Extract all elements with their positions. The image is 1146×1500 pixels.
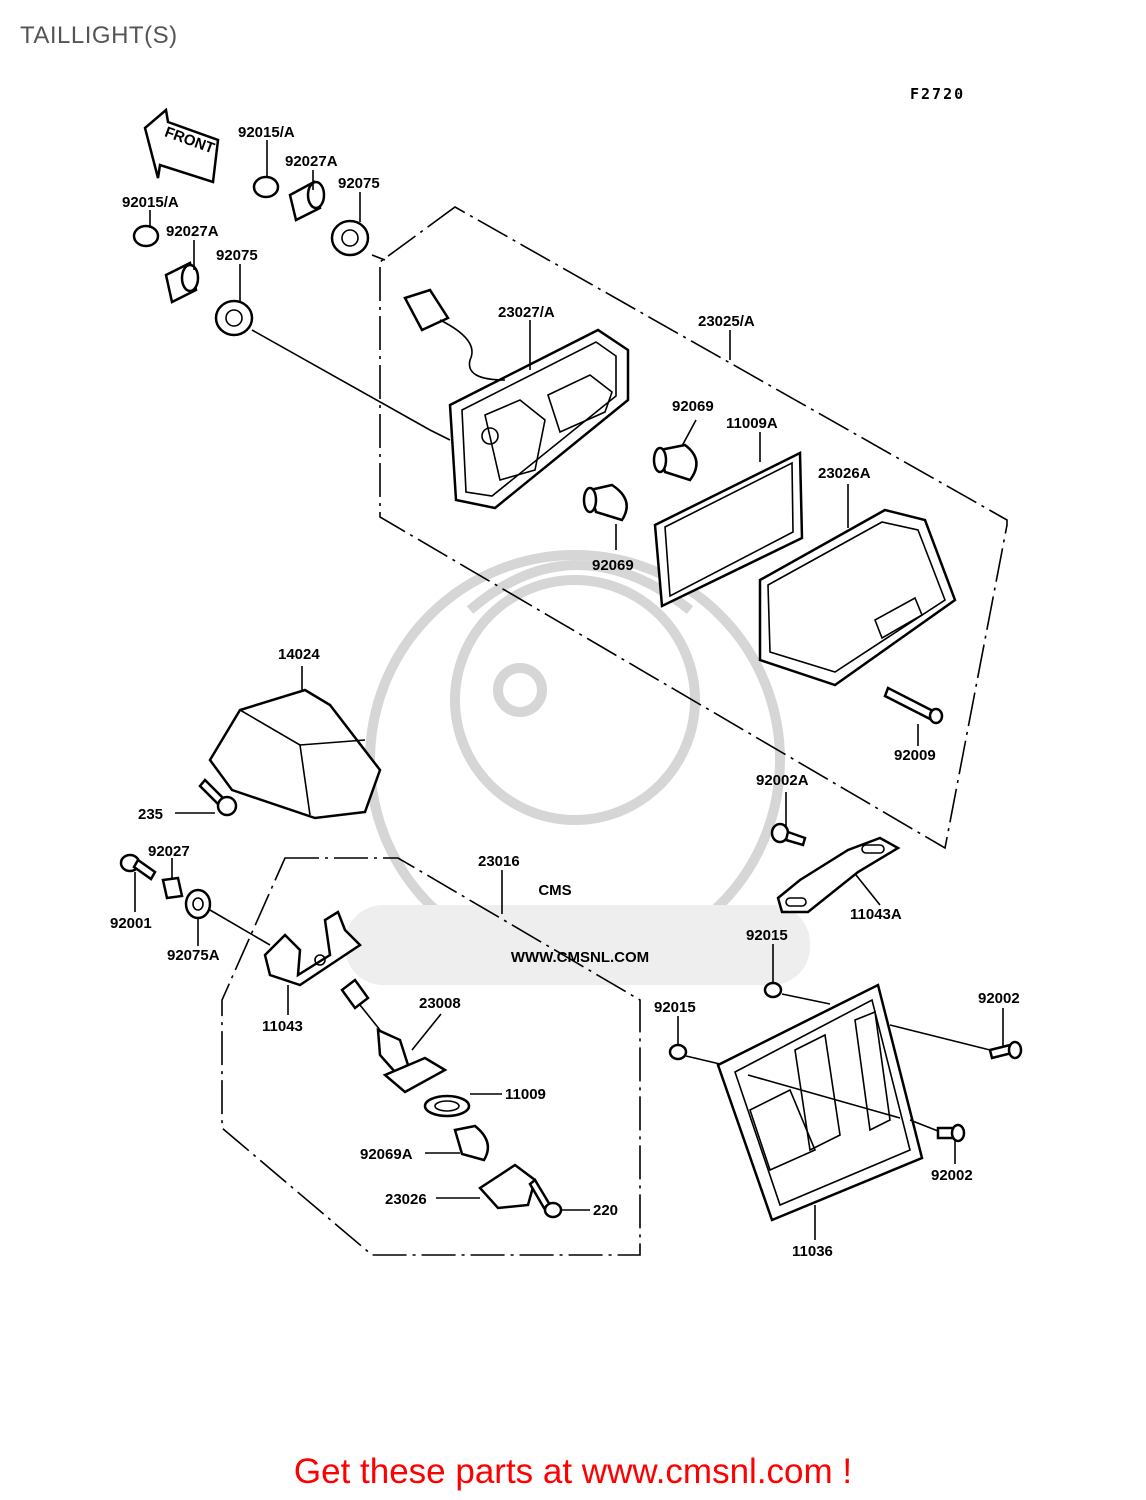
grommet-set-top <box>252 175 370 257</box>
callout-23027a: 23027/A <box>498 304 555 321</box>
bolt-92001 <box>119 853 157 881</box>
screw-92009 <box>883 686 944 725</box>
lens-23026a <box>758 508 957 687</box>
callout-23016: 23016 <box>478 853 520 870</box>
collar-92027 <box>161 876 184 900</box>
callout-23026a: 23026A <box>818 465 871 482</box>
lens-23026 <box>478 1163 537 1210</box>
callout-92069-lower: 92069 <box>592 557 634 574</box>
callout-92069a: 92069A <box>360 1146 413 1163</box>
license-bracket-11036 <box>716 983 924 1222</box>
screw-235 <box>198 778 238 817</box>
callout-92015a-left: 92015/A <box>122 194 179 211</box>
taillight-base <box>403 288 630 510</box>
bracket-11043 <box>263 910 362 987</box>
callout-92075-top: 92075 <box>338 175 380 192</box>
bulb-92069-lower <box>582 483 628 522</box>
callout-92027a-top: 92027A <box>285 153 338 170</box>
callout-23025a: 23025/A <box>698 313 755 330</box>
grommet-set-left <box>132 224 254 337</box>
cms-watermark: CMS WWW.CMSNL.COM <box>345 550 810 985</box>
taillight-assembly-outline <box>379 206 1008 850</box>
callout-92009: 92009 <box>894 747 936 764</box>
page-title: TAILLIGHT(S) <box>20 22 178 49</box>
callout-23026: 23026 <box>385 1191 427 1208</box>
callout-23008: 23008 <box>419 995 461 1012</box>
gasket-11009a <box>653 451 804 608</box>
bolt-92002-lower <box>936 1123 966 1143</box>
screw-220 <box>528 1178 563 1219</box>
callout-14024: 14024 <box>278 646 320 663</box>
callout-92001: 92001 <box>110 915 152 932</box>
bracket-11043a <box>776 836 901 914</box>
nut-92015-mid <box>668 1043 688 1061</box>
callout-92075-left: 92075 <box>216 247 258 264</box>
callout-92027: 92027 <box>148 843 190 860</box>
callout-92027a-left: 92027A <box>166 223 219 240</box>
callout-11043a: 11043A <box>850 906 902 923</box>
callout-92002-upper: 92002 <box>978 990 1020 1007</box>
grommet-92075a <box>184 888 212 920</box>
callout-11036: 11036 <box>792 1243 833 1260</box>
callout-11009a: 11009A <box>726 415 778 432</box>
figure-code: F2720 <box>910 85 965 103</box>
callout-92015-mid: 92015 <box>654 999 696 1016</box>
callout-92002-lower: 92002 <box>931 1167 973 1184</box>
callout-11009: 11009 <box>505 1086 546 1103</box>
watermark-brand: CMS <box>538 882 571 899</box>
bolt-92002a <box>770 822 807 847</box>
watermark-url: WWW.CMSNL.COM <box>511 949 649 966</box>
callout-92075a: 92075A <box>167 947 220 964</box>
callout-92069-upper: 92069 <box>672 398 714 415</box>
callout-220: 220 <box>593 1202 618 1219</box>
socket-23008 <box>340 978 448 1094</box>
callout-235: 235 <box>138 806 163 823</box>
front-arrow: FRONT <box>143 107 220 184</box>
bulb-92069-upper <box>652 443 698 482</box>
bulb-92069a <box>453 1124 490 1162</box>
cover-14024 <box>208 688 382 820</box>
bolt-92002-upper <box>988 1040 1023 1060</box>
promo-link[interactable]: Get these parts at www.cmsnl.com ! <box>293 1452 853 1491</box>
nut-92015-right <box>763 981 783 999</box>
callout-11043: 11043 <box>262 1018 303 1035</box>
license-light-assembly-outline <box>221 857 641 1256</box>
callout-92015a-top: 92015/A <box>238 124 295 141</box>
gasket-11009 <box>423 1094 471 1118</box>
callout-92002a: 92002A <box>756 772 809 789</box>
callout-92015-right: 92015 <box>746 927 788 944</box>
